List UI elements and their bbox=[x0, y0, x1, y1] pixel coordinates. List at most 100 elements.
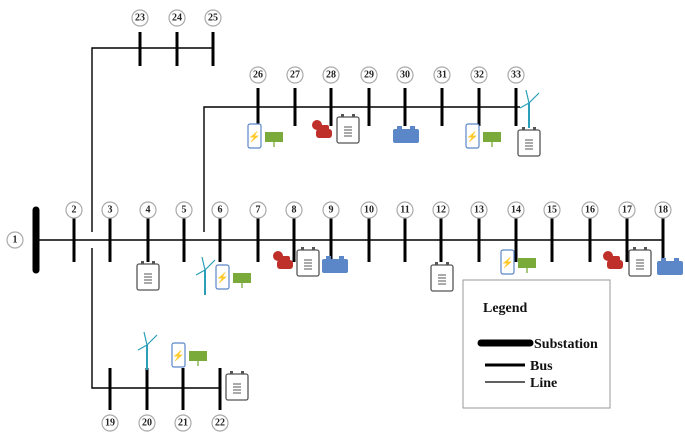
car-roof bbox=[279, 256, 290, 262]
bus-number: 20 bbox=[142, 418, 152, 429]
bus-number: 33 bbox=[511, 70, 521, 81]
bus-number: 21 bbox=[178, 418, 188, 429]
battery-storage-icon bbox=[657, 258, 683, 275]
bus-number: 16 bbox=[585, 205, 595, 216]
bus-label-circle bbox=[101, 414, 119, 432]
bus-number: 4 bbox=[146, 205, 151, 216]
bus-label-circle bbox=[174, 414, 192, 432]
bus-number: 27 bbox=[290, 70, 300, 81]
bolt-glyph: ⚡ bbox=[248, 130, 260, 143]
legend-substation-label: Substation bbox=[534, 337, 598, 352]
pv-battery-icon: ⚡ bbox=[247, 123, 283, 149]
bus-label-10: 10 bbox=[360, 201, 378, 219]
bus-label-circle bbox=[581, 201, 599, 219]
terminal bbox=[241, 371, 244, 374]
bus-number: 13 bbox=[474, 205, 484, 216]
blade bbox=[137, 344, 148, 351]
bus-label-circle bbox=[507, 66, 525, 84]
bus-label-circle bbox=[204, 9, 222, 27]
wind-turbine-icon bbox=[137, 331, 158, 370]
bus-label-2: 2 bbox=[65, 201, 83, 219]
bus-number: 32 bbox=[474, 70, 484, 81]
solar-panel bbox=[189, 351, 207, 361]
bus-label-20: 20 bbox=[138, 414, 156, 432]
bus-label-22: 22 bbox=[211, 414, 229, 432]
bus-label-17: 17 bbox=[618, 201, 636, 219]
bus-number: 2 bbox=[72, 205, 77, 216]
wind-turbine-icon bbox=[195, 256, 216, 295]
bus-label-5: 5 bbox=[175, 201, 193, 219]
bus-label-circle bbox=[168, 9, 186, 27]
bus-label-circle bbox=[286, 66, 304, 84]
terminal bbox=[230, 371, 233, 374]
bus-label-circle bbox=[543, 201, 561, 219]
bus-label-25: 25 bbox=[204, 9, 222, 27]
bus-label-circle bbox=[6, 231, 24, 249]
bus-label-13: 13 bbox=[470, 201, 488, 219]
bus-label-circle bbox=[470, 66, 488, 84]
pv-battery-icon: ⚡ bbox=[500, 249, 536, 275]
pv-battery-icon: ⚡ bbox=[215, 264, 251, 290]
bus-label-9: 9 bbox=[322, 201, 340, 219]
battery-body bbox=[657, 261, 683, 275]
bus-label-19: 19 bbox=[101, 414, 119, 432]
capacitor-icon bbox=[517, 127, 541, 157]
terminal bbox=[152, 261, 155, 264]
terminal bbox=[141, 261, 144, 264]
capacitor-icon bbox=[430, 262, 454, 292]
bus-number: 1 bbox=[13, 235, 18, 246]
bolt-glyph: ⚡ bbox=[172, 349, 184, 362]
line-branch-26-33 bbox=[203, 106, 520, 232]
bus-label-circle bbox=[470, 201, 488, 219]
bus-label-28: 28 bbox=[322, 66, 340, 84]
bus-label-29: 29 bbox=[360, 66, 378, 84]
bus-label-circle bbox=[360, 201, 378, 219]
pv-battery-icon: ⚡ bbox=[171, 342, 207, 368]
terminal bbox=[661, 258, 666, 261]
capacitor-icon bbox=[136, 261, 160, 291]
bolt-glyph: ⚡ bbox=[501, 256, 513, 269]
bus-label-circle bbox=[249, 201, 267, 219]
bus-label-12: 12 bbox=[432, 201, 450, 219]
bus-label-7: 7 bbox=[249, 201, 267, 219]
bus-label-32: 32 bbox=[470, 66, 488, 84]
terminal bbox=[674, 258, 679, 261]
solar-panel bbox=[518, 258, 536, 268]
bus-number: 8 bbox=[292, 205, 297, 216]
terminal bbox=[446, 262, 449, 265]
bus-label-circle bbox=[131, 9, 149, 27]
bus-label-circle bbox=[211, 201, 229, 219]
battery-cell bbox=[500, 249, 515, 275]
bus-label-15: 15 bbox=[543, 201, 561, 219]
bus-label-26: 26 bbox=[249, 66, 267, 84]
bus-label-circle bbox=[507, 201, 525, 219]
terminal bbox=[326, 256, 331, 259]
bus-label-16: 16 bbox=[581, 201, 599, 219]
terminal bbox=[352, 114, 355, 117]
bus-label-3: 3 bbox=[101, 201, 119, 219]
bus-number: 23 bbox=[135, 13, 145, 24]
ev-charging-icon bbox=[273, 251, 293, 269]
bus-number: 12 bbox=[436, 205, 446, 216]
pv-battery-icon: ⚡ bbox=[465, 123, 501, 149]
bus-number: 5 bbox=[182, 205, 187, 216]
ev-charging-icon bbox=[312, 120, 332, 138]
bus-label-circle bbox=[322, 201, 340, 219]
battery-cell bbox=[465, 123, 480, 149]
car-body bbox=[607, 260, 623, 269]
terminal bbox=[301, 247, 304, 250]
bus-number: 9 bbox=[329, 205, 334, 216]
battery-cell bbox=[171, 342, 186, 368]
bus-number: 22 bbox=[215, 418, 225, 429]
bus-label-circle bbox=[249, 66, 267, 84]
bus-number: 7 bbox=[256, 205, 261, 216]
terminal bbox=[339, 256, 344, 259]
bus-number: 10 bbox=[364, 205, 374, 216]
bus-label-circle bbox=[618, 201, 636, 219]
bus-label-circle bbox=[654, 201, 672, 219]
bus-label-33: 33 bbox=[507, 66, 525, 84]
blade bbox=[525, 89, 530, 104]
bus-number: 26 bbox=[253, 70, 263, 81]
bolt-glyph: ⚡ bbox=[466, 130, 478, 143]
